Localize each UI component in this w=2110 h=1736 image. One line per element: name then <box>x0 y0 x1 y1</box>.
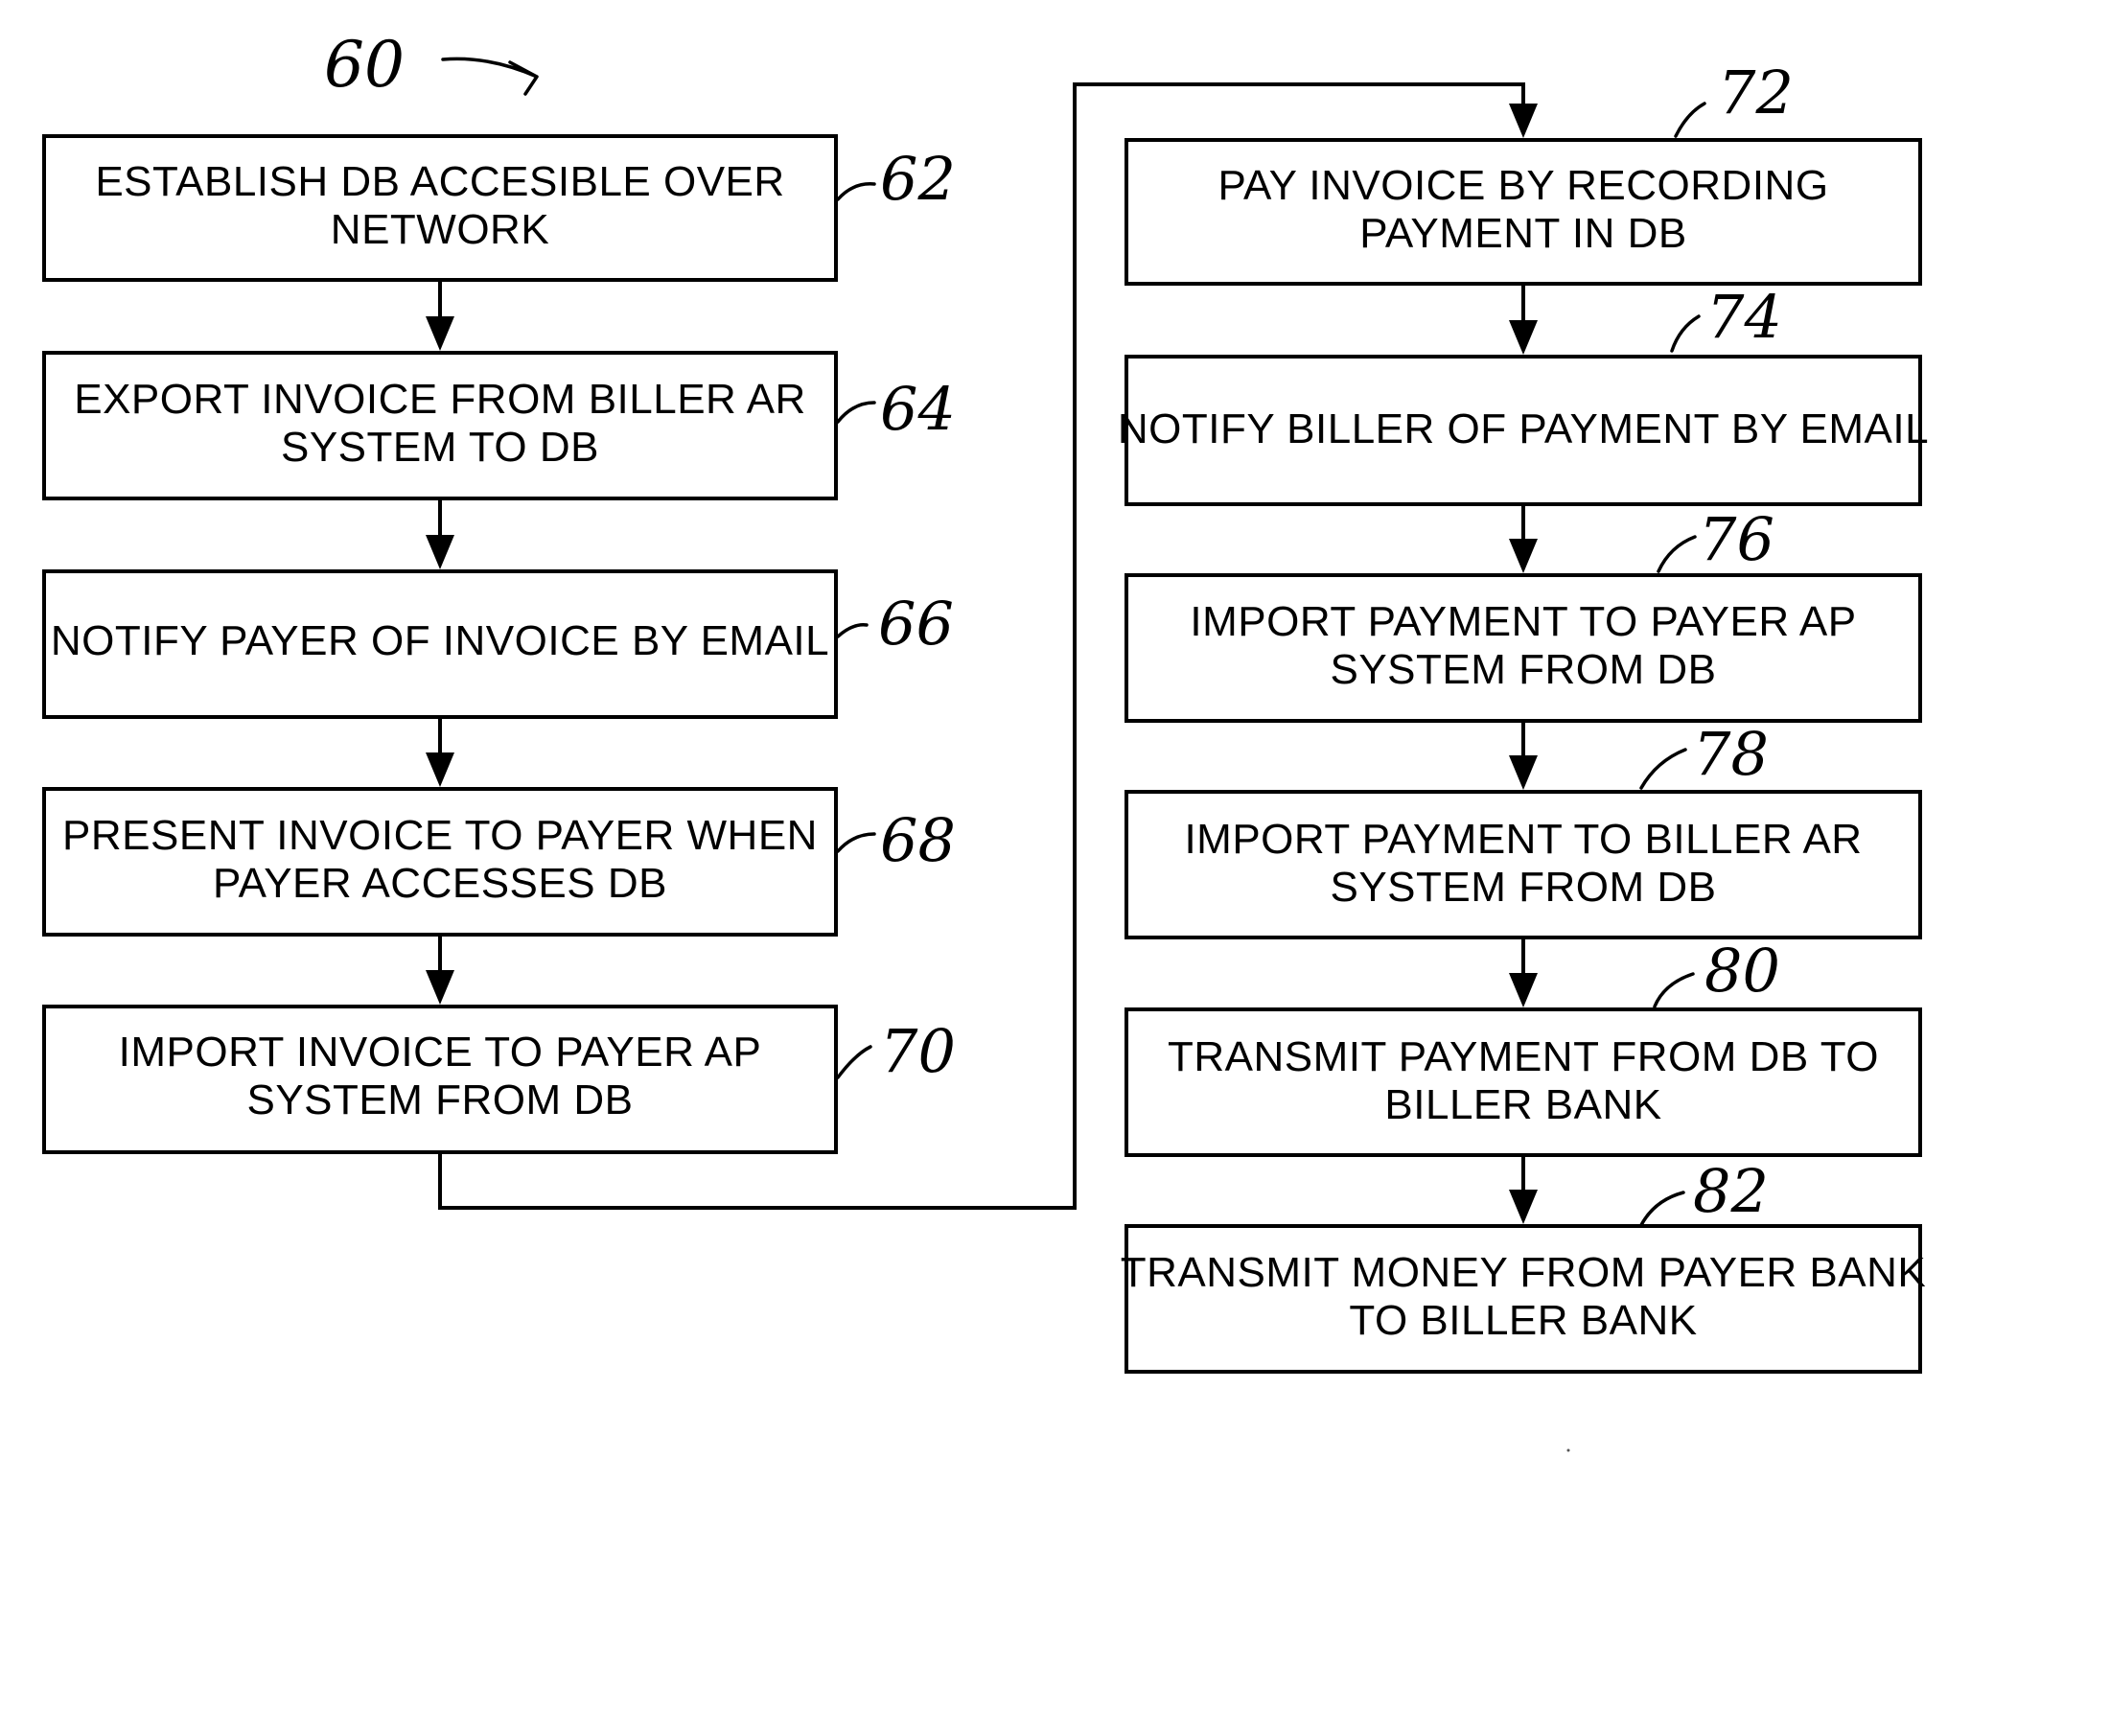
step-text-line: PAYMENT IN DB <box>1359 210 1686 257</box>
step-68: PRESENT INVOICE TO PAYER WHEN PAYER ACCE… <box>44 789 956 935</box>
flow-arrow-80-82 <box>1509 1155 1538 1224</box>
flow-arrow-72-74 <box>1509 284 1538 355</box>
step-text-line: SYSTEM FROM DB <box>246 1076 633 1123</box>
step-text-line: NETWORK <box>331 206 549 253</box>
ref-number: 72 <box>1718 58 1794 127</box>
ref-leader-line <box>1641 750 1685 788</box>
ref-leader-line <box>1672 316 1699 351</box>
ref-number: 64 <box>880 374 956 444</box>
step-text-line: SYSTEM TO DB <box>281 424 599 471</box>
ref-leader-line <box>1641 1192 1683 1225</box>
flow-arrow-76-78 <box>1509 721 1538 790</box>
ref-number: 82 <box>1693 1156 1769 1226</box>
ref-number: 70 <box>880 1016 956 1086</box>
step-text-line: PAYER ACCESSES DB <box>213 860 667 907</box>
step-text-line: NOTIFY BILLER OF PAYMENT BY EMAIL <box>1118 405 1929 452</box>
ref-number: 76 <box>1699 504 1774 574</box>
ref-leader-line <box>838 625 867 637</box>
step-text-line: IMPORT PAYMENT TO BILLER AR <box>1184 816 1862 863</box>
step-text-line: BILLER BANK <box>1384 1081 1661 1128</box>
step-text-line: ESTABLISH DB ACCESIBLE OVER <box>95 158 784 205</box>
step-70: IMPORT INVOICE TO PAYER AP SYSTEM FROM D… <box>44 1007 956 1152</box>
ref-number: 78 <box>1693 719 1769 789</box>
ref-leader-line <box>1655 974 1693 1007</box>
step-text-line: EXPORT INVOICE FROM BILLER AR <box>74 376 806 423</box>
ref-number: 74 <box>1706 282 1782 352</box>
ref-leader-line <box>838 1047 870 1077</box>
step-text-line: SYSTEM FROM DB <box>1330 646 1716 693</box>
step-text-line: TRANSMIT MONEY FROM PAYER BANK <box>1121 1249 1927 1296</box>
figure-number: 60 <box>324 28 405 102</box>
step-text-line: PAY INVOICE BY RECORDING <box>1217 162 1828 209</box>
flow-arrow-66-68 <box>426 717 454 787</box>
flow-arrow-74-76 <box>1509 504 1538 573</box>
ref-number: 62 <box>880 144 956 214</box>
flow-arrow-68-70 <box>426 935 454 1005</box>
step-text-line: TO BILLER BANK <box>1349 1297 1697 1344</box>
ref-leader-line <box>1658 537 1695 571</box>
step-62: ESTABLISH DB ACCESIBLE OVER NETWORK 62 <box>44 136 956 280</box>
ref-leader-line <box>838 834 874 851</box>
ref-leader-line <box>1676 104 1704 136</box>
scan-speck <box>1567 1449 1570 1452</box>
ref-leader-line <box>838 184 874 199</box>
figure-pointer-arrow <box>443 58 537 94</box>
step-64: EXPORT INVOICE FROM BILLER AR SYSTEM TO … <box>44 353 956 498</box>
ref-leader-line <box>838 403 874 422</box>
flow-arrow-64-66 <box>426 498 454 569</box>
ref-number: 68 <box>880 805 956 875</box>
step-text-line: IMPORT INVOICE TO PAYER AP <box>119 1029 762 1076</box>
step-text-line: IMPORT PAYMENT TO PAYER AP <box>1190 598 1856 645</box>
step-text-line: PRESENT INVOICE TO PAYER WHEN <box>62 812 818 859</box>
ref-number: 66 <box>878 589 954 659</box>
flow-arrow-62-64 <box>426 280 454 351</box>
flow-arrow-78-80 <box>1509 937 1538 1007</box>
step-66: NOTIFY PAYER OF INVOICE BY EMAIL 66 <box>44 571 954 717</box>
step-text-line: SYSTEM FROM DB <box>1330 864 1716 911</box>
step-text-line: TRANSMIT PAYMENT FROM DB TO <box>1168 1033 1879 1080</box>
ref-number: 80 <box>1704 936 1780 1006</box>
step-text-line: NOTIFY PAYER OF INVOICE BY EMAIL <box>51 617 829 664</box>
